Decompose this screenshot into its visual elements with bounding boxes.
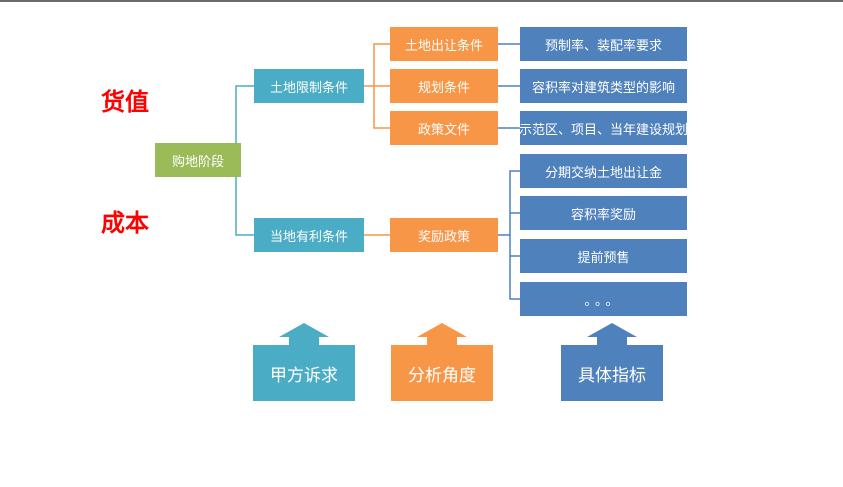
node-land-transfer-conditions: 土地出让条件 (390, 27, 498, 61)
legend-client-demand: 甲方诉求 (253, 323, 355, 401)
root-node-land-purchase: 购地阶段 (155, 143, 241, 177)
node-reward-policy: 奖励政策 (390, 218, 498, 252)
side-label-value: 货值 (101, 88, 149, 116)
up-arrow-icon (561, 323, 663, 401)
node-land-restrictions: 土地限制条件 (254, 69, 364, 103)
side-label-cost: 成本 (101, 209, 149, 237)
connector-level2-to-level3 (498, 43, 520, 129)
legend-label-client-demand: 甲方诉求 (270, 365, 338, 386)
node-ellipsis: 。。。 (520, 282, 687, 316)
connector-limit-to-level2 (364, 43, 390, 129)
node-far-reward: 容积率奖励 (520, 196, 687, 230)
node-far-building-type: 容积率对建筑类型的影响 (520, 69, 687, 103)
node-prefab-assembly-rate: 预制率、装配率要求 (520, 27, 687, 61)
node-policy-documents: 政策文件 (390, 111, 498, 145)
connector-reward-to-level3 (498, 170, 520, 300)
legend-label-specific-indicators: 具体指标 (578, 365, 646, 386)
legend-analysis-angle: 分析角度 (391, 323, 493, 401)
node-local-favorable: 当地有利条件 (254, 218, 364, 252)
node-early-presale: 提前预售 (520, 239, 687, 273)
up-arrow-icon (391, 323, 493, 401)
top-border-line (0, 0, 843, 2)
node-demo-zone-plan: 示范区、项目、当年建设规划 (519, 111, 688, 145)
legend-label-analysis-angle: 分析角度 (408, 365, 476, 386)
up-arrow-icon (253, 323, 355, 401)
legend-specific-indicators: 具体指标 (561, 323, 663, 401)
node-installment-land-fee: 分期交纳土地出让金 (520, 154, 687, 188)
node-planning-conditions: 规划条件 (390, 69, 498, 103)
